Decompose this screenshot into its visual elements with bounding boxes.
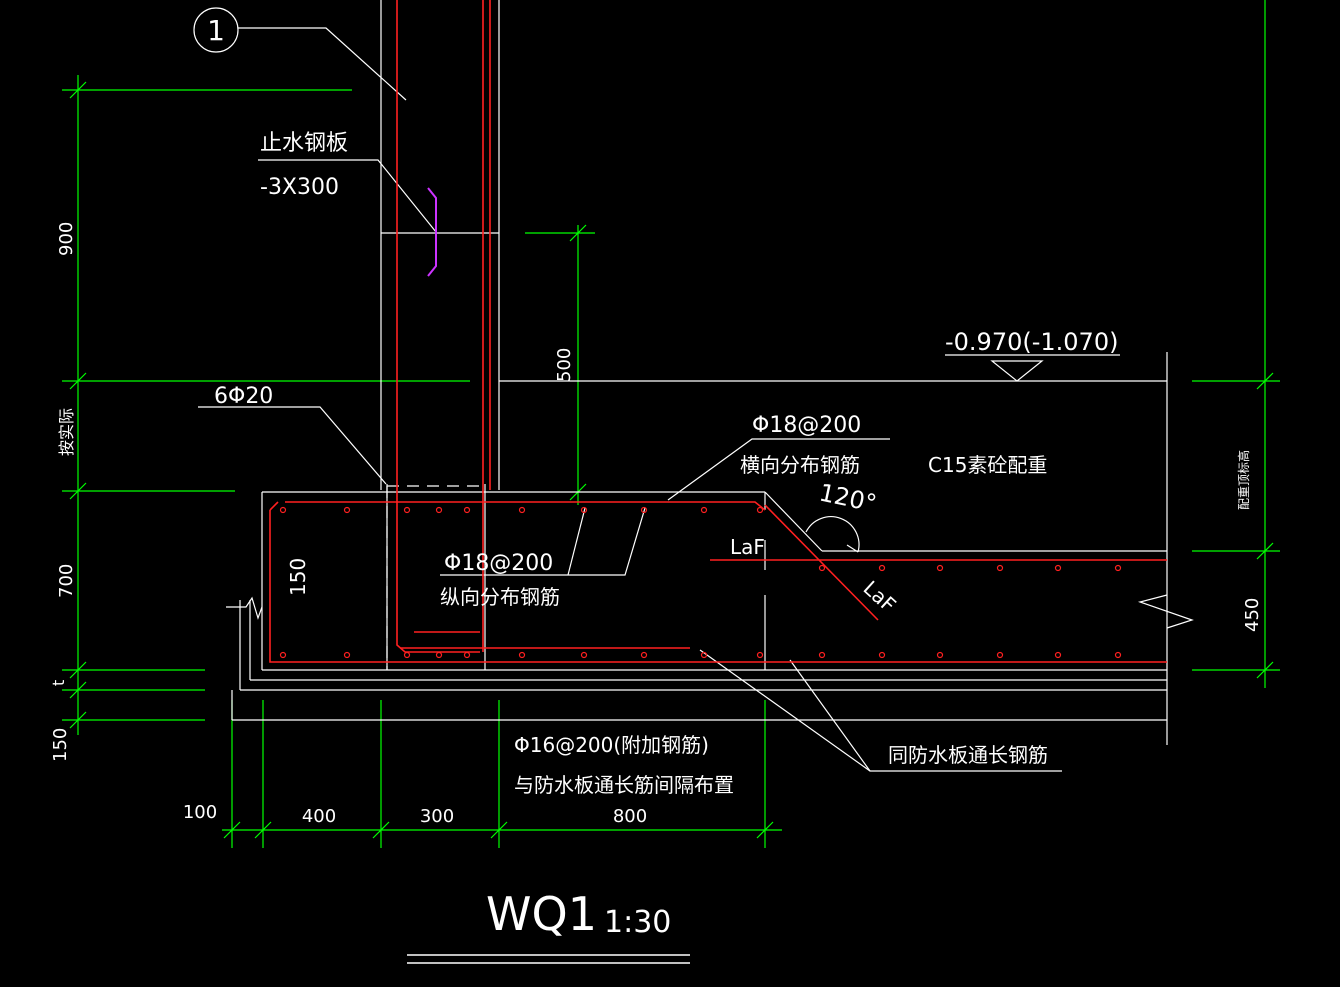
circle-callout-icon bbox=[193, 7, 239, 53]
elevation-label: -0.970(-1.070) bbox=[945, 328, 1118, 356]
same-as-slab-label: 同防水板通长钢筋 bbox=[888, 743, 1048, 767]
rebar-dots bbox=[279, 506, 1122, 659]
dim-mid-500: 500 bbox=[554, 348, 575, 382]
dashed-outline bbox=[386, 485, 485, 670]
dim-right-450: 450 bbox=[1242, 598, 1263, 632]
additional-note: 与防水板通长筋间隔布置 bbox=[514, 773, 734, 797]
dim-left-t: t bbox=[49, 680, 68, 686]
waterstop-spec: -3X300 bbox=[260, 175, 339, 200]
dim-bottom-800: 800 bbox=[613, 806, 647, 827]
callout-number: 1 bbox=[207, 14, 225, 47]
angle-arc-icon bbox=[805, 516, 860, 553]
dim-bottom-100: 100 bbox=[183, 802, 217, 823]
dimension-lines bbox=[62, 0, 1280, 848]
dim-left-150: 150 bbox=[50, 728, 71, 762]
elevation-triangle-icon bbox=[990, 360, 1044, 382]
title-name: WQ1 bbox=[486, 887, 597, 941]
longitudinal-spec: Φ18@200 bbox=[444, 551, 553, 576]
drawing-title: WQ1 1:30 bbox=[486, 887, 671, 941]
waterstop-title: 止水钢板 bbox=[260, 131, 348, 156]
waterstop-plate bbox=[427, 187, 437, 277]
cover-label: 150 bbox=[286, 558, 310, 596]
additional-spec: Φ16@200(附加钢筋) bbox=[514, 733, 709, 757]
transverse-spec: Φ18@200 bbox=[752, 413, 861, 438]
dim-bottom-300: 300 bbox=[420, 806, 454, 827]
rebar bbox=[269, 0, 1167, 663]
title-scale: 1:30 bbox=[604, 905, 671, 940]
dim-left-900: 900 bbox=[56, 222, 77, 256]
laf-label-2: LaF bbox=[859, 576, 901, 617]
concrete-label: C15素砼配重 bbox=[928, 453, 1047, 477]
dim-bottom-400: 400 bbox=[302, 806, 336, 827]
laf-label-1: LaF bbox=[730, 535, 765, 559]
right-vertical-label: 配重顶标高 bbox=[1236, 450, 1251, 510]
dimension-texts: 900 700 t 150 500 450 100 400 300 800 bbox=[49, 222, 1263, 827]
main-bars-label: 6Φ20 bbox=[214, 384, 273, 409]
transverse-name: 横向分布钢筋 bbox=[740, 453, 860, 477]
longitudinal-name: 纵向分布钢筋 bbox=[440, 585, 560, 609]
structure-outline bbox=[193, 0, 1194, 964]
dim-left-700: 700 bbox=[56, 564, 77, 598]
left-vertical-label: 按实际 bbox=[57, 408, 76, 456]
angle-label: 120° bbox=[817, 478, 879, 517]
break-line-icon bbox=[1137, 594, 1194, 629]
